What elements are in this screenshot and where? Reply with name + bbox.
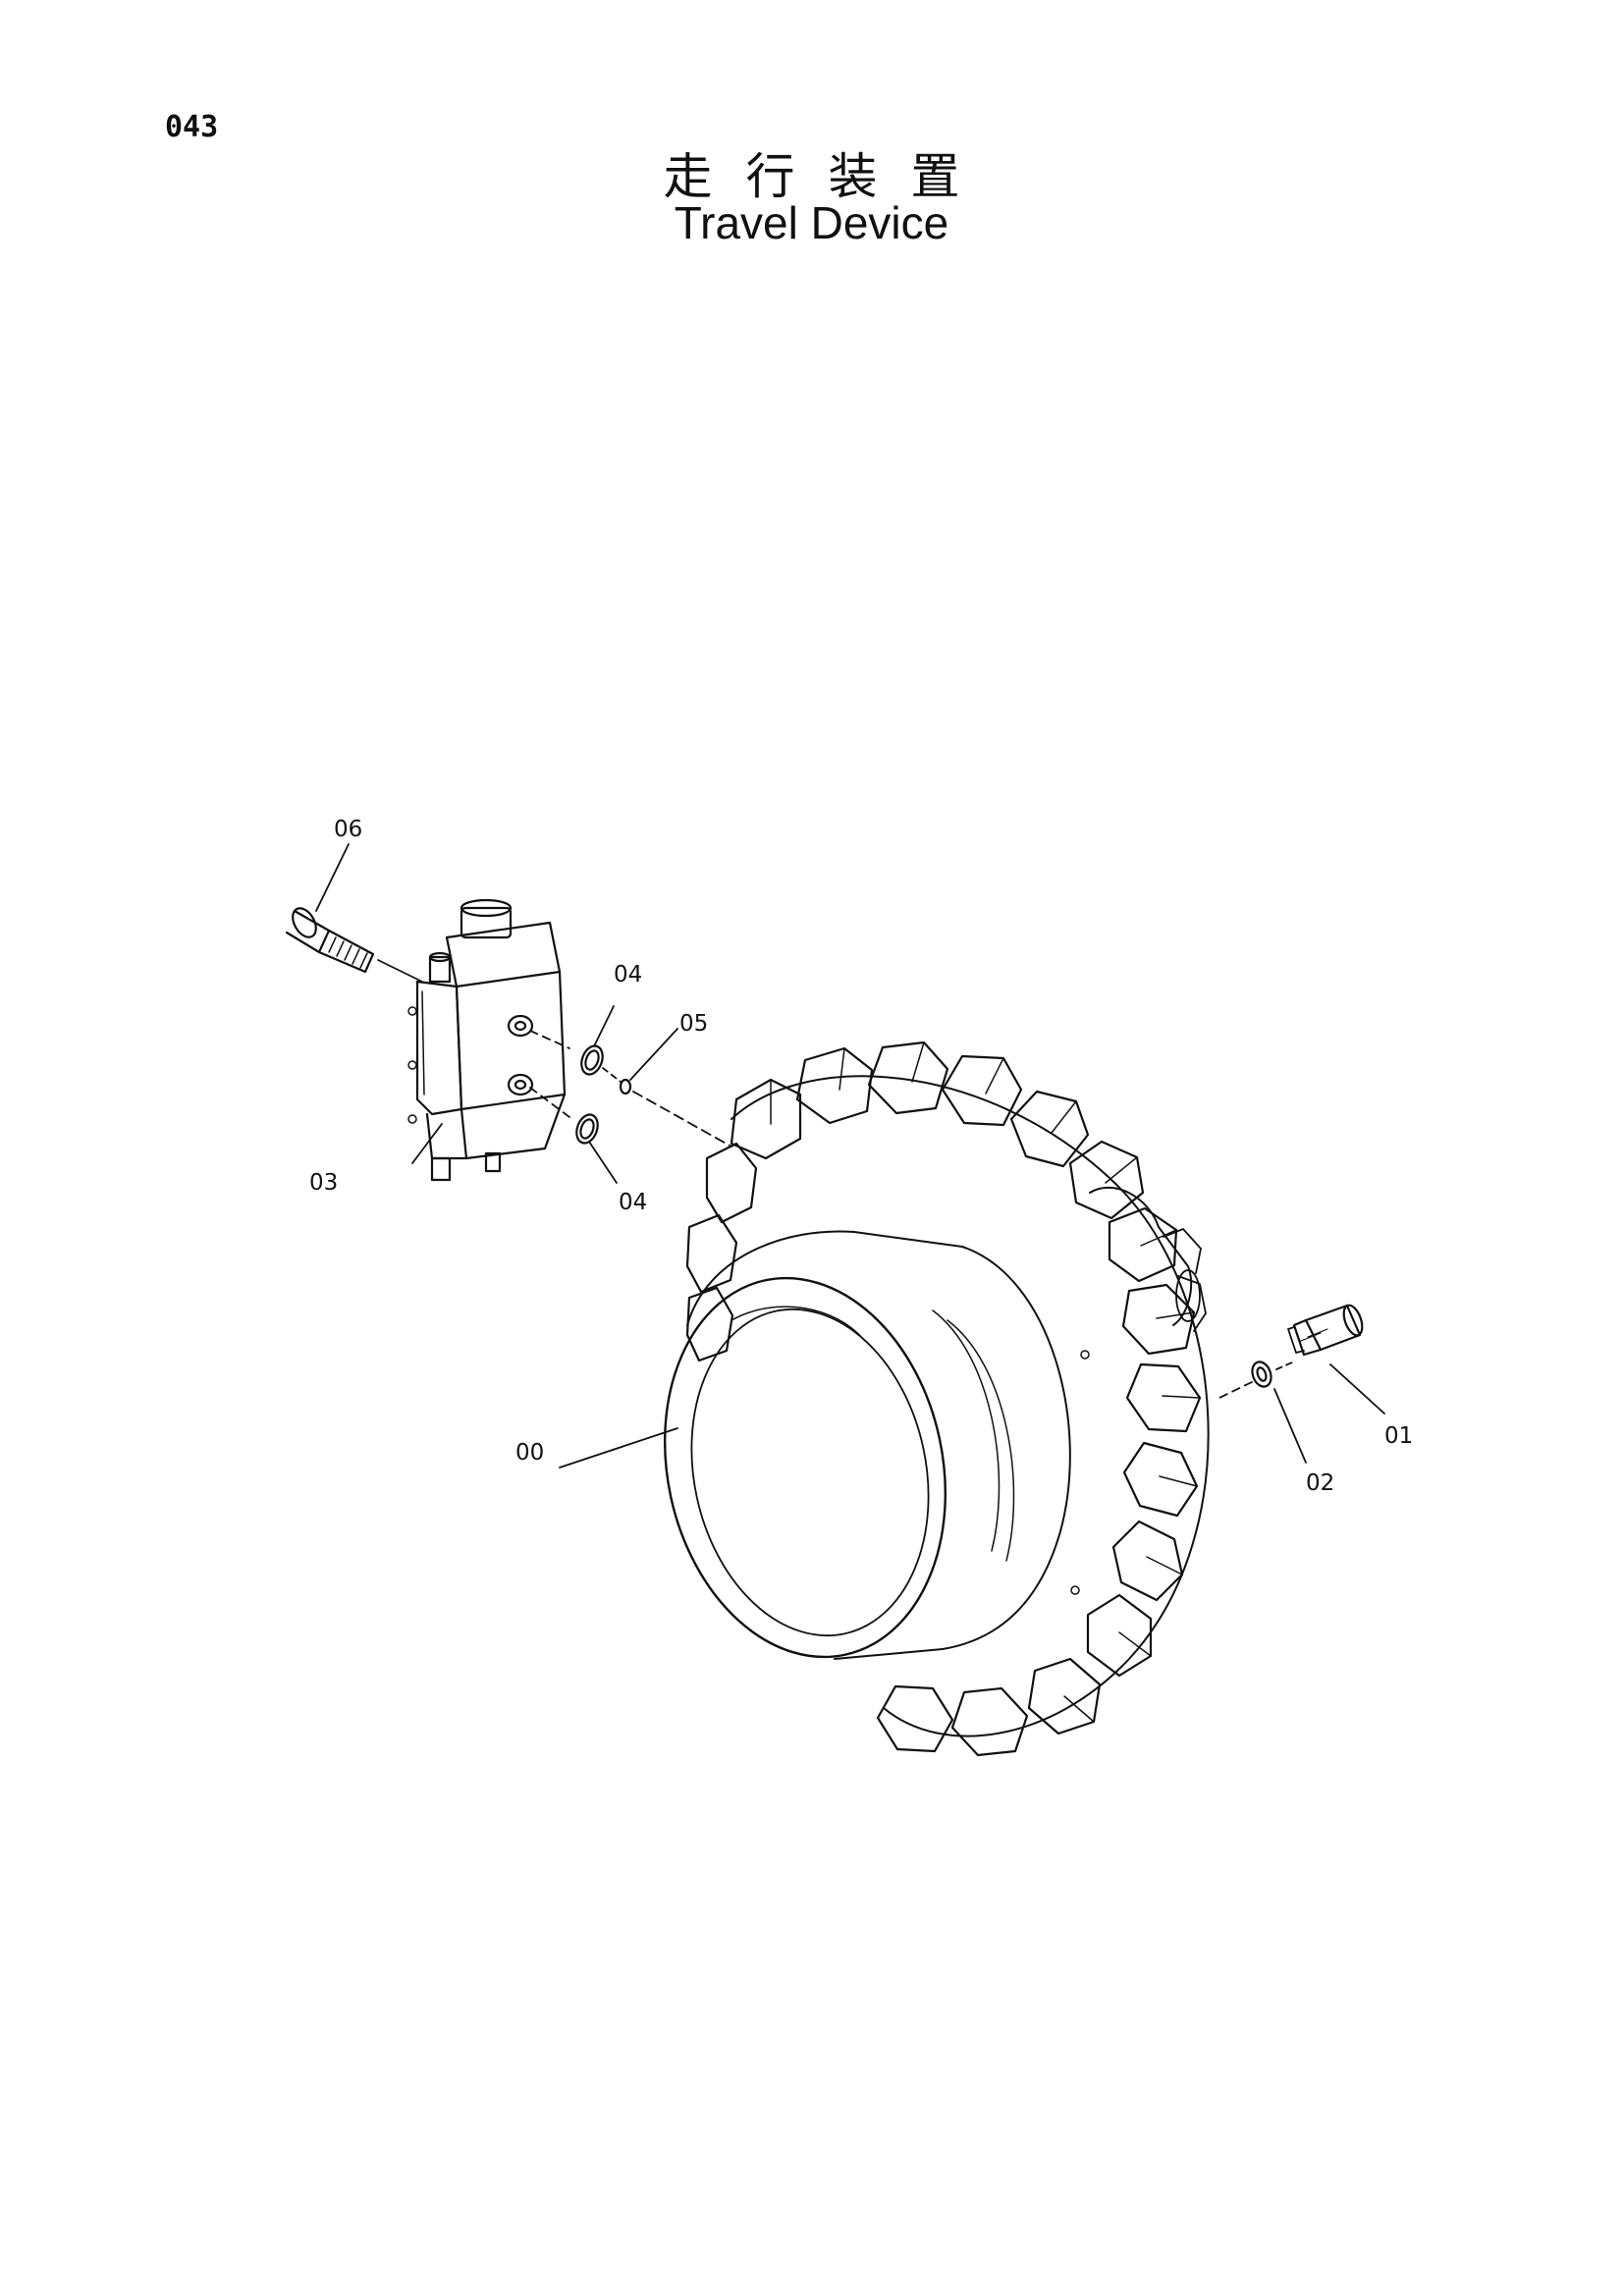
valve-block-drawing	[407, 898, 567, 1182]
sprocket-teeth	[685, 1041, 1202, 1757]
title-japanese: 走行装置	[663, 148, 994, 205]
part-label-02: 02	[1306, 1470, 1334, 1496]
part-label-03: 03	[309, 1170, 338, 1196]
socket-bolt-drawing	[285, 907, 375, 974]
title-english: Travel Device	[674, 197, 949, 248]
part-label-04-lower: 04	[619, 1190, 647, 1215]
mounting-bolt-drawing	[1251, 1304, 1364, 1388]
page-number: 043	[165, 110, 219, 144]
part-label-01: 01	[1384, 1423, 1413, 1449]
part-labels: 06 04 05 03 04 00 01 02	[309, 817, 1413, 1496]
part-label-04-upper: 04	[614, 962, 642, 988]
o-rings-drawing	[575, 1044, 632, 1145]
part-label-06: 06	[334, 817, 362, 842]
sprocket-drawing	[663, 1041, 1210, 1757]
leader-lines	[315, 843, 1385, 1468]
part-label-05: 05	[679, 1011, 708, 1037]
part-label-00: 00	[515, 1440, 544, 1466]
